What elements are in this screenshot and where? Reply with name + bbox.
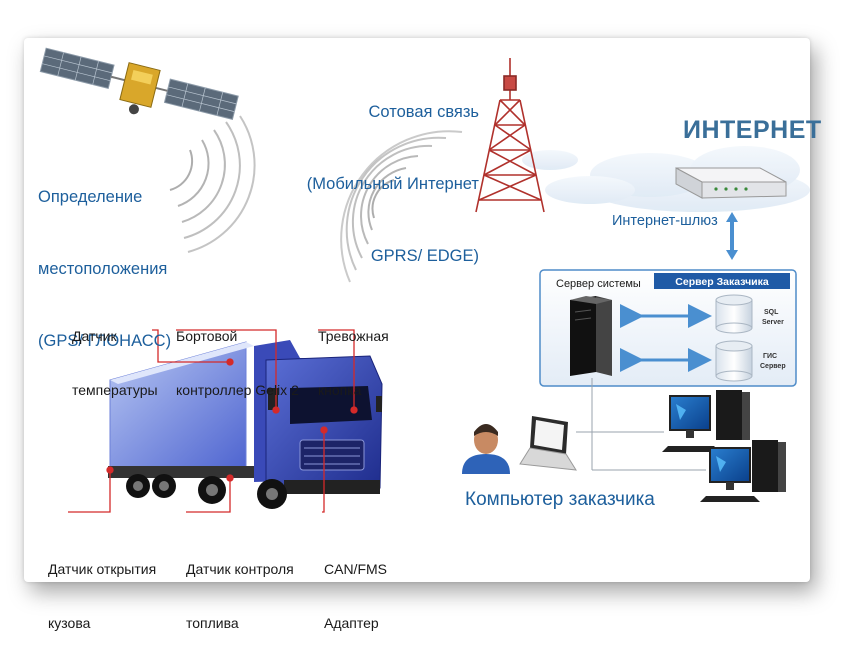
- cellular-signal-waves: [340, 130, 463, 283]
- gis-label-line2: Сервер: [760, 363, 786, 370]
- gps-label-line: (GPS/ ГЛОНАСС): [38, 332, 172, 350]
- sql-label-line2: Server: [762, 319, 784, 326]
- customer-computer-label: Компьютер заказчика: [465, 489, 655, 510]
- sql-database-icon: [715, 294, 753, 334]
- laptop-icon: [519, 416, 577, 471]
- onboard-controller-line: контроллер Gelix 2: [176, 382, 299, 398]
- gis-database-icon: [715, 340, 753, 382]
- internet-title: ИНТЕРНЕТ: [683, 116, 822, 144]
- door-sensor-line: Датчик открытия: [48, 561, 157, 577]
- user-avatar-icon: [462, 424, 510, 474]
- sql-label-line1: SQL: [764, 309, 779, 316]
- truck-sensor-leaders: [68, 329, 358, 513]
- onboard-controller-line: Бортовой: [176, 328, 238, 344]
- server-tower-icon: [570, 296, 612, 376]
- fuel-sensor-line: Датчик контроля: [186, 561, 294, 577]
- alarm-button-line: кнопка: [318, 382, 362, 398]
- door-sensor-line: кузова: [48, 615, 91, 631]
- desktop-computer-icon: [662, 390, 750, 452]
- desktop-computer-icon: [700, 440, 786, 502]
- gateway-label: Интернет-шлюз: [612, 213, 718, 229]
- system-server-label: Сервер системы: [556, 278, 641, 290]
- gps-label-line: Определение: [38, 188, 143, 206]
- gps-signal-waves: [169, 115, 256, 253]
- cellular-label-line: Сотовая связь: [368, 103, 479, 121]
- alarm-button-line: Тревожная: [318, 328, 389, 344]
- alarm-button-label: Тревожная кнопка: [318, 291, 389, 417]
- onboard-controller-label: Бортовой контроллер Gelix 2: [176, 291, 299, 417]
- door-sensor-label: Датчик открытия кузова: [48, 524, 156, 650]
- cellular-label-line: GPRS/ EDGE): [370, 247, 479, 265]
- cellular-label: Сотовая связь (Мобильный Интернет GPRS/ …: [287, 52, 479, 292]
- truck-icon: [108, 340, 383, 509]
- satellite-icon: [39, 47, 239, 120]
- network-lines: [576, 378, 706, 471]
- server-to-db-arrows: [620, 304, 712, 372]
- can-adapter-label: CAN/FMS Адаптер: [324, 524, 387, 650]
- gps-label-line: местоположения: [38, 260, 168, 278]
- temp-sensor-label: Датчик температуры: [72, 291, 158, 417]
- temp-sensor-line: температуры: [72, 382, 158, 398]
- customer-server-label: Сервер Заказчика: [675, 276, 769, 288]
- fuel-sensor-line: топлива: [186, 615, 239, 631]
- fuel-sensor-label: Датчик контроля топлива: [186, 524, 294, 650]
- cellular-label-line: (Мобильный Интернет: [306, 175, 479, 193]
- can-adapter-line: CAN/FMS: [324, 561, 387, 577]
- cell-tower-icon: [475, 58, 545, 213]
- gateway-arrow: [726, 212, 738, 260]
- gps-label: Определение местоположения (GPS/ ГЛОНАСС…: [38, 137, 171, 377]
- router-icon: [675, 167, 787, 199]
- can-adapter-line: Адаптер: [324, 615, 379, 631]
- temp-sensor-line: Датчик: [72, 328, 117, 344]
- gis-label-line1: ГИС: [763, 353, 777, 360]
